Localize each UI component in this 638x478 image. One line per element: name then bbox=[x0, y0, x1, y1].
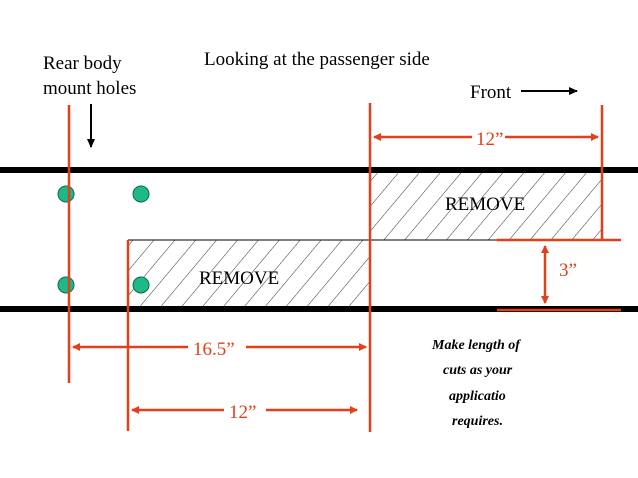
diagram-title: Looking at the passenger side bbox=[204, 49, 430, 70]
mount-hole bbox=[57, 185, 75, 203]
note: Make length of cuts as your applicatio r… bbox=[431, 338, 521, 429]
mount-hole bbox=[132, 276, 150, 294]
frame-rail-bottom bbox=[0, 306, 638, 312]
mount-hole bbox=[132, 185, 150, 203]
remove-label-lower: REMOVE bbox=[199, 268, 279, 289]
note-line: applicatio bbox=[449, 389, 506, 404]
remove-region-upper bbox=[370, 173, 602, 240]
remove-label-upper: REMOVE bbox=[445, 194, 525, 215]
rear-label-line1: Rear body bbox=[43, 53, 122, 74]
note-line: cuts as your bbox=[443, 363, 513, 378]
note-line: requires. bbox=[452, 414, 503, 429]
rear-label-line2: mount holes bbox=[43, 78, 136, 99]
dim-label-top: 12” bbox=[476, 129, 503, 150]
mount-hole bbox=[57, 276, 75, 294]
remove-region-lower bbox=[128, 240, 370, 307]
front-label: Front bbox=[470, 82, 512, 103]
note-line: Make length of bbox=[431, 338, 521, 353]
dim-label-bottom: 12” bbox=[229, 402, 256, 423]
dim-label-3: 3” bbox=[559, 260, 577, 281]
dim-label-165: 16.5” bbox=[193, 339, 235, 360]
frame-rail-top bbox=[0, 167, 638, 173]
